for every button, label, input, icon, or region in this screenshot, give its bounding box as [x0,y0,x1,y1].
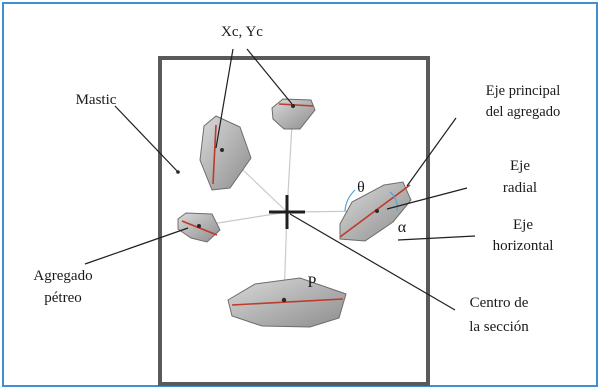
alpha-arc [389,191,398,212]
leader-radial-axis [386,187,468,210]
section-box [158,56,430,386]
label-radial-axis-line2: radial [503,180,537,196]
principal-axis-bottom [231,298,344,306]
angle-arcs [344,189,398,212]
section-center-cross [269,195,305,229]
centroid-bottom [281,297,287,303]
label-section-center-line1: Centro de [470,295,529,311]
principal-axis-left-top [212,124,217,185]
label-point-p: P [308,274,317,291]
label-mastic: Mastic [76,92,117,108]
label-horizontal-axis-line2: horizontal [493,238,554,254]
leader-principal-axis [406,117,457,187]
label-principal-axis-line2: del agregado [486,104,560,120]
centroid-top [291,104,295,108]
label-horizontal-axis-line1: Eje [513,217,533,233]
label-radial-axis-line1: Eje [510,158,530,174]
leader-aggregate [84,227,189,265]
centroid-right [375,209,379,213]
label-aggregate-line1: Agregado [33,268,92,284]
leader-horizontal-axis [397,235,476,241]
theta-arc [344,189,356,212]
leader-centroid-left [215,48,234,149]
aggregate-left-top [199,115,252,191]
label-aggregate-line2: pétreo [44,290,81,306]
label-section-center-line2: la sección [469,319,529,335]
leader-lines [84,48,476,311]
centroid-left [197,224,201,228]
label-principal-axis-line1: Eje principal [486,83,560,99]
centroid-left-top [220,148,224,152]
leader-mastic [114,105,179,173]
label-centroid: Xc, Yc [221,24,263,40]
leader-centroid-top [246,48,293,105]
label-alpha: α [398,219,407,236]
principal-axis-left [181,220,218,236]
leader-section-center [289,213,456,311]
label-theta: θ [357,179,365,196]
principal-axis-top [278,103,314,107]
